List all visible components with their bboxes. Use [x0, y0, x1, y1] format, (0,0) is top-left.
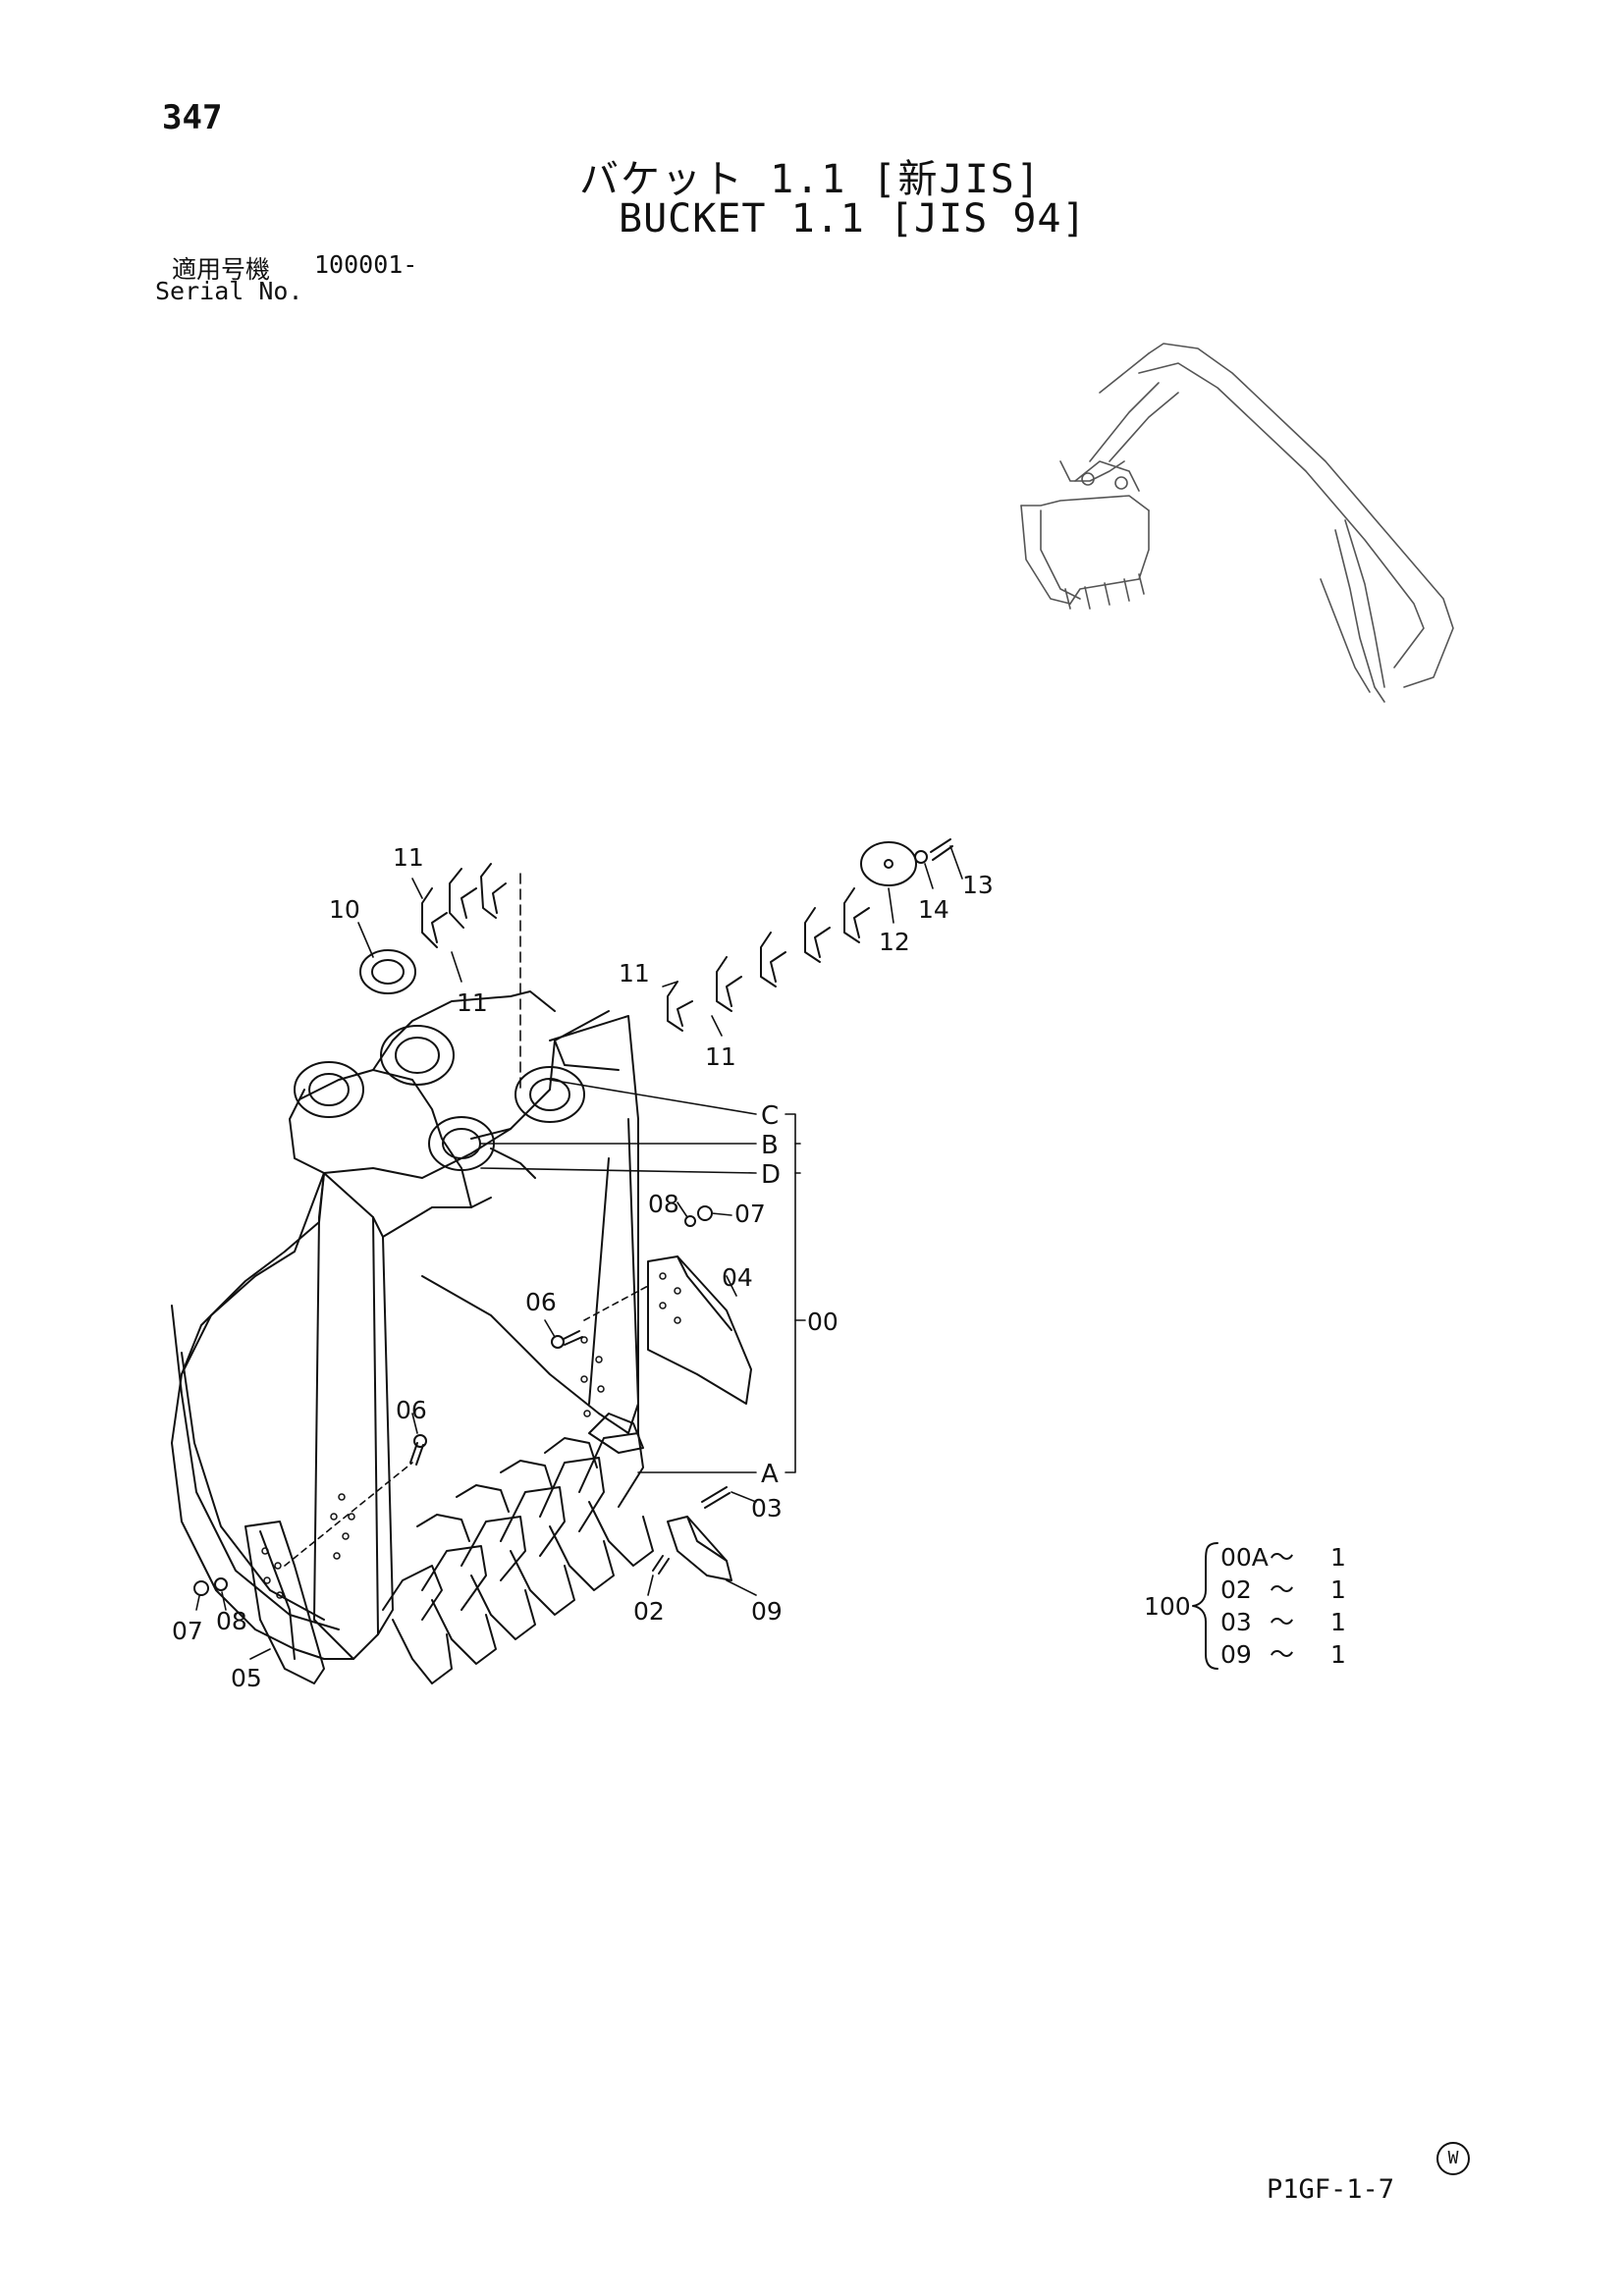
callout-07: 07	[172, 1617, 203, 1645]
callout-11: 11	[393, 843, 424, 872]
excavator-locator-sketch	[1020, 343, 1454, 703]
shim-group-left	[359, 863, 507, 994]
reference-letter-b: B	[761, 1131, 779, 1160]
shim-group-right	[667, 838, 953, 1032]
footer-figure-code: P1GF-1-7	[1267, 2174, 1395, 2205]
callout-09: 09	[751, 1597, 783, 1626]
callout-08: 08	[648, 1190, 679, 1218]
kit-row-qty: 1	[1330, 1575, 1346, 1604]
callout-10: 10	[329, 895, 360, 924]
kit-row-separator: ～	[1270, 1608, 1294, 1636]
callout-08: 08	[216, 1607, 247, 1635]
title-japanese: バケット 1.1 [新JIS]	[579, 157, 1042, 202]
kit-row-part: 00A	[1220, 1543, 1269, 1572]
serial-label-japanese: 適用号機	[172, 255, 271, 284]
title-english: BUCKET 1.1 [JIS 94]	[619, 196, 1087, 241]
page-number: 347	[162, 98, 223, 137]
callout-04: 04	[722, 1263, 753, 1292]
callout-00: 00	[807, 1308, 839, 1336]
callout-03: 03	[751, 1494, 783, 1522]
kit-row-qty: 1	[1330, 1640, 1346, 1669]
leader-lines	[195, 845, 963, 1660]
bucket-body	[171, 990, 654, 1684]
kit-row-part: 02	[1220, 1575, 1252, 1604]
reference-letter-c: C	[761, 1101, 779, 1131]
callout-07: 07	[734, 1200, 766, 1228]
callout-06: 06	[396, 1396, 427, 1424]
callout-11: 11	[619, 959, 650, 988]
callout-11: 11	[705, 1042, 736, 1071]
side-cutter-left	[244, 1521, 325, 1684]
kit-number: 100	[1144, 1592, 1191, 1621]
side-cutter-right	[647, 1255, 752, 1405]
callout-06: 06	[525, 1288, 557, 1316]
reference-letter-a: A	[761, 1460, 779, 1489]
hardware-parts	[193, 1205, 732, 1596]
kit-row-separator: ～	[1270, 1640, 1294, 1669]
kit-row-qty: 1	[1330, 1608, 1346, 1636]
callout-12: 12	[879, 928, 910, 956]
callout-02: 02	[633, 1597, 665, 1626]
kit-row-qty: 1	[1330, 1543, 1346, 1572]
reference-letter-d: D	[761, 1160, 781, 1190]
callout-13: 13	[962, 871, 994, 899]
watermark-w-mark: W	[1436, 2142, 1470, 2175]
kit-row-part: 09	[1220, 1640, 1252, 1669]
kit-row-part: 03	[1220, 1608, 1252, 1636]
kit-table: 100 00A ～ 1 02 ～ 1 03 ～ 1 09 ～ 1	[1144, 1542, 1346, 1670]
serial-label-english: Serial No.	[155, 277, 303, 305]
callout-labels: 11 10 11 11 11 12 13 14 C B D A 00 08 07…	[172, 843, 994, 1692]
kit-row-separator: ～	[1270, 1575, 1294, 1604]
kit-row-separator: ～	[1270, 1543, 1294, 1572]
serial-value: 100001-	[314, 250, 418, 279]
callout-14: 14	[918, 895, 949, 924]
callout-11: 11	[457, 988, 488, 1017]
teeth-row	[382, 1413, 654, 1684]
callout-05: 05	[231, 1664, 262, 1692]
